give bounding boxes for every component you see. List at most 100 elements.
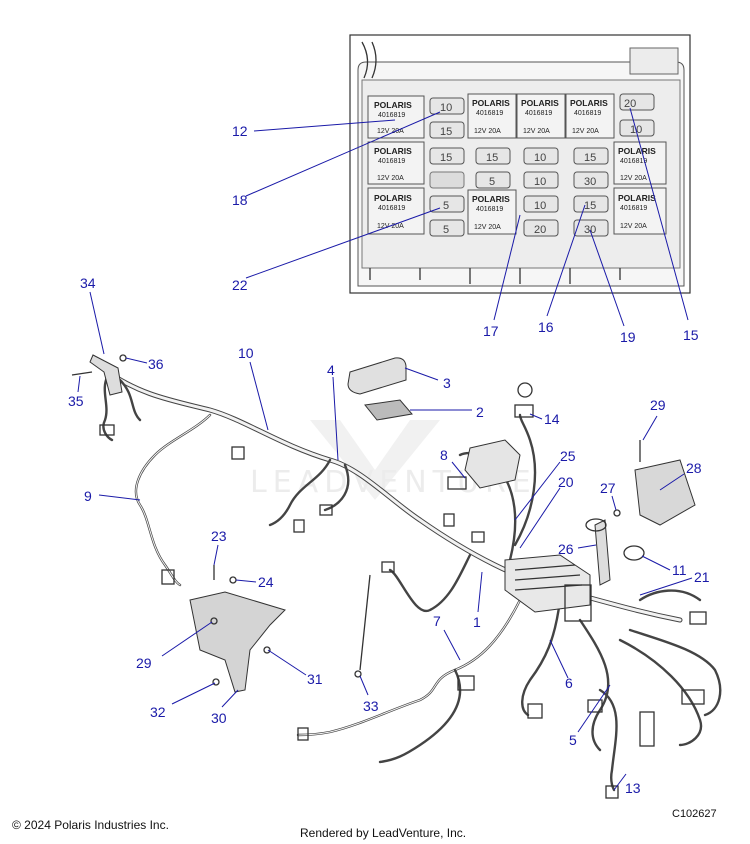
- fuse: 10: [523, 147, 559, 165]
- svg-text:POLARIS: POLARIS: [472, 194, 510, 204]
- callout-20: 20: [558, 474, 574, 490]
- callout-25: 25: [560, 448, 576, 464]
- callout-26: 26: [558, 541, 574, 557]
- callout-33: 33: [363, 698, 379, 714]
- svg-text:10: 10: [534, 152, 546, 164]
- svg-text:4016819: 4016819: [620, 205, 647, 212]
- fuse: 10: [523, 195, 559, 213]
- callout-29: 29: [650, 397, 666, 413]
- callout-29b: 29: [136, 655, 152, 671]
- callout-24: 24: [258, 574, 274, 590]
- callout-10: 10: [238, 345, 254, 361]
- svg-text:12V 20A: 12V 20A: [523, 128, 550, 135]
- relay: POLARIS 4016819 12V 20A: [613, 141, 667, 185]
- relay: POLARIS 4016819 12V 20A: [467, 189, 517, 235]
- svg-text:15: 15: [584, 200, 596, 212]
- callout-31: 31: [307, 671, 323, 687]
- callout-36: 36: [148, 356, 164, 372]
- callout-27: 27: [600, 480, 616, 496]
- callout-18: 18: [232, 192, 248, 208]
- relay: POLARIS 4016819 12V 20A: [367, 141, 425, 185]
- relay: POLARIS 4016819 12V 20A: [367, 187, 425, 235]
- callout-14: 14: [544, 411, 560, 427]
- diagram-reference: C102627: [672, 808, 717, 820]
- fuse: 15: [429, 121, 465, 139]
- copyright-text: © 2024 Polaris Industries Inc.: [12, 818, 169, 832]
- svg-text:POLARIS: POLARIS: [618, 193, 656, 203]
- callout-21: 21: [694, 569, 710, 585]
- callout-30: 30: [211, 710, 227, 726]
- svg-text:20: 20: [624, 98, 636, 110]
- callout-15: 15: [683, 327, 699, 343]
- svg-text:12V 20A: 12V 20A: [572, 128, 599, 135]
- relay: POLARIS 4016819 12V 20A: [467, 93, 517, 139]
- svg-text:15: 15: [440, 152, 452, 164]
- rendered-by-text: Rendered by LeadVenture, Inc.: [300, 826, 467, 840]
- svg-text:12V 20A: 12V 20A: [474, 128, 501, 135]
- svg-text:4016819: 4016819: [525, 110, 552, 117]
- svg-text:12V 20A: 12V 20A: [620, 175, 647, 182]
- svg-text:4016819: 4016819: [476, 206, 503, 213]
- svg-text:12V 20A: 12V 20A: [377, 175, 404, 182]
- svg-text:POLARIS: POLARIS: [472, 98, 510, 108]
- callout-16: 16: [538, 319, 554, 335]
- fuse: 5: [475, 171, 511, 189]
- fuse: 5: [429, 195, 465, 213]
- svg-text:15: 15: [486, 152, 498, 164]
- relay: POLARIS 4016819 12V 20A: [565, 93, 615, 139]
- callout-34: 34: [80, 275, 96, 291]
- svg-text:12V 20A: 12V 20A: [620, 223, 647, 230]
- callout-5: 5: [569, 732, 577, 748]
- callout-4: 4: [327, 362, 335, 378]
- svg-text:12V 20A: 12V 20A: [474, 224, 501, 231]
- svg-text:4016819: 4016819: [620, 158, 647, 165]
- svg-text:4016819: 4016819: [378, 205, 405, 212]
- svg-text:4016819: 4016819: [476, 110, 503, 117]
- svg-text:POLARIS: POLARIS: [374, 146, 412, 156]
- svg-text:15: 15: [440, 126, 452, 138]
- svg-text:12V 20A: 12V 20A: [377, 128, 404, 135]
- svg-text:POLARIS: POLARIS: [618, 146, 656, 156]
- callout-35: 35: [68, 393, 84, 409]
- fuse: 15: [429, 147, 465, 165]
- svg-text:5: 5: [489, 176, 495, 188]
- svg-text:30: 30: [584, 176, 596, 188]
- callout-3: 3: [443, 375, 451, 391]
- callout-12: 12: [232, 123, 248, 139]
- svg-text:5: 5: [443, 200, 449, 212]
- wiring-harness: [71, 354, 722, 799]
- fuse-grid: POLARIS 4016819 12V 20A POLARIS 4016819 …: [367, 93, 667, 237]
- callout-32: 32: [150, 704, 166, 720]
- svg-text:POLARIS: POLARIS: [374, 100, 412, 110]
- callout-23: 23: [211, 528, 227, 544]
- svg-text:10: 10: [534, 176, 546, 188]
- callout-17: 17: [483, 323, 499, 339]
- svg-text:12V 20A: 12V 20A: [377, 223, 404, 230]
- fuse: 5: [429, 219, 465, 237]
- svg-text:POLARIS: POLARIS: [521, 98, 559, 108]
- fuse: 10: [429, 97, 465, 115]
- callout-19: 19: [620, 329, 636, 345]
- callout-6: 6: [565, 675, 573, 691]
- callout-7: 7: [433, 613, 441, 629]
- svg-text:4016819: 4016819: [378, 112, 405, 119]
- fuse: 10: [523, 171, 559, 189]
- svg-text:20: 20: [534, 224, 546, 236]
- fuse: 30: [573, 171, 609, 189]
- fuse: 10: [619, 119, 655, 137]
- fuse: 15: [573, 195, 609, 213]
- callout-28: 28: [686, 460, 702, 476]
- svg-text:4016819: 4016819: [378, 158, 405, 165]
- fuse: 15: [573, 147, 609, 165]
- fuse: 15: [475, 147, 511, 165]
- fuse-box-inset: POLARIS 4016819 12V 20A POLARIS 4016819 …: [349, 34, 691, 294]
- callout-22: 22: [232, 277, 248, 293]
- svg-text:10: 10: [534, 200, 546, 212]
- relay: POLARIS 4016819 12V 20A: [613, 187, 667, 235]
- svg-text:POLARIS: POLARIS: [374, 193, 412, 203]
- callout-9: 9: [84, 488, 92, 504]
- callout-8: 8: [440, 447, 448, 463]
- fuse: 20: [619, 93, 655, 111]
- svg-text:4016819: 4016819: [574, 110, 601, 117]
